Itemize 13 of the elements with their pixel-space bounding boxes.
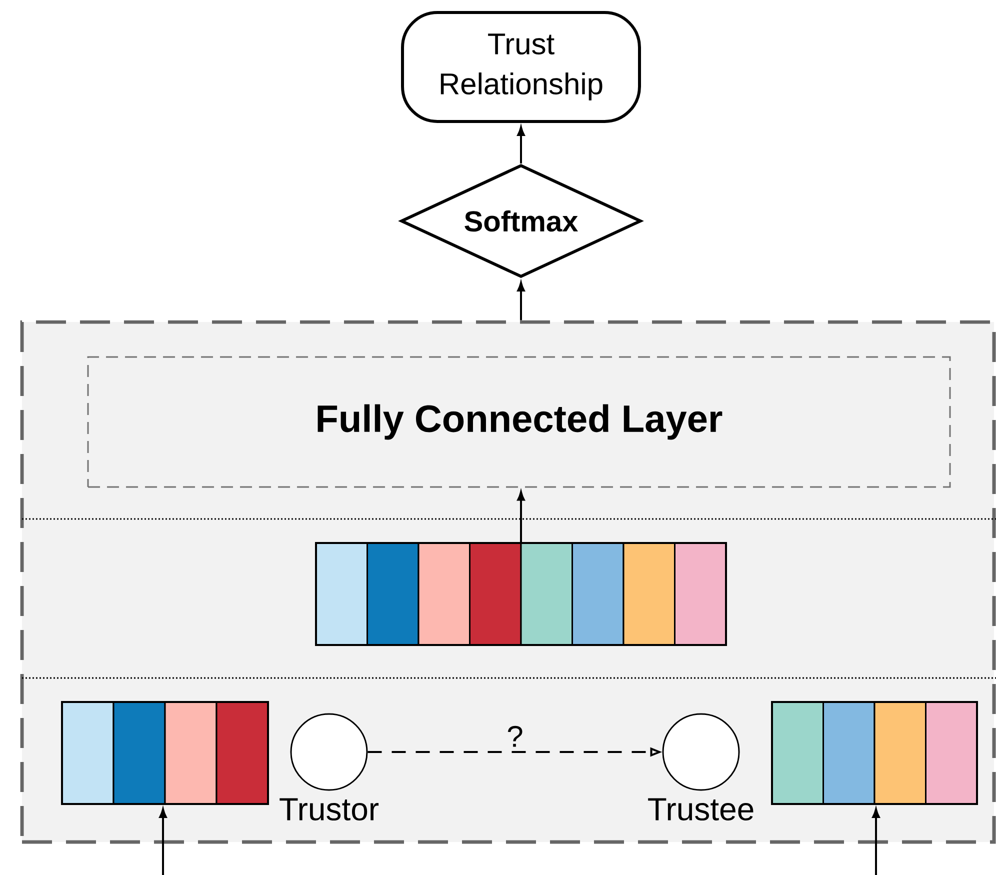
arrow <box>517 126 525 164</box>
edge-label: ? <box>508 726 522 747</box>
arrow <box>159 808 167 875</box>
embedding-vector <box>315 542 727 646</box>
layer-box: Fully Connected Layer <box>87 356 951 488</box>
embedding-vector <box>61 701 269 805</box>
terminal-box: Trust Relationship <box>401 11 641 123</box>
arrow <box>872 808 880 875</box>
embedding-vector <box>771 701 978 805</box>
arrow <box>517 491 525 542</box>
node-label: Trustee <box>648 798 754 821</box>
arrow <box>517 282 525 320</box>
node-label: Trustor <box>280 798 379 821</box>
